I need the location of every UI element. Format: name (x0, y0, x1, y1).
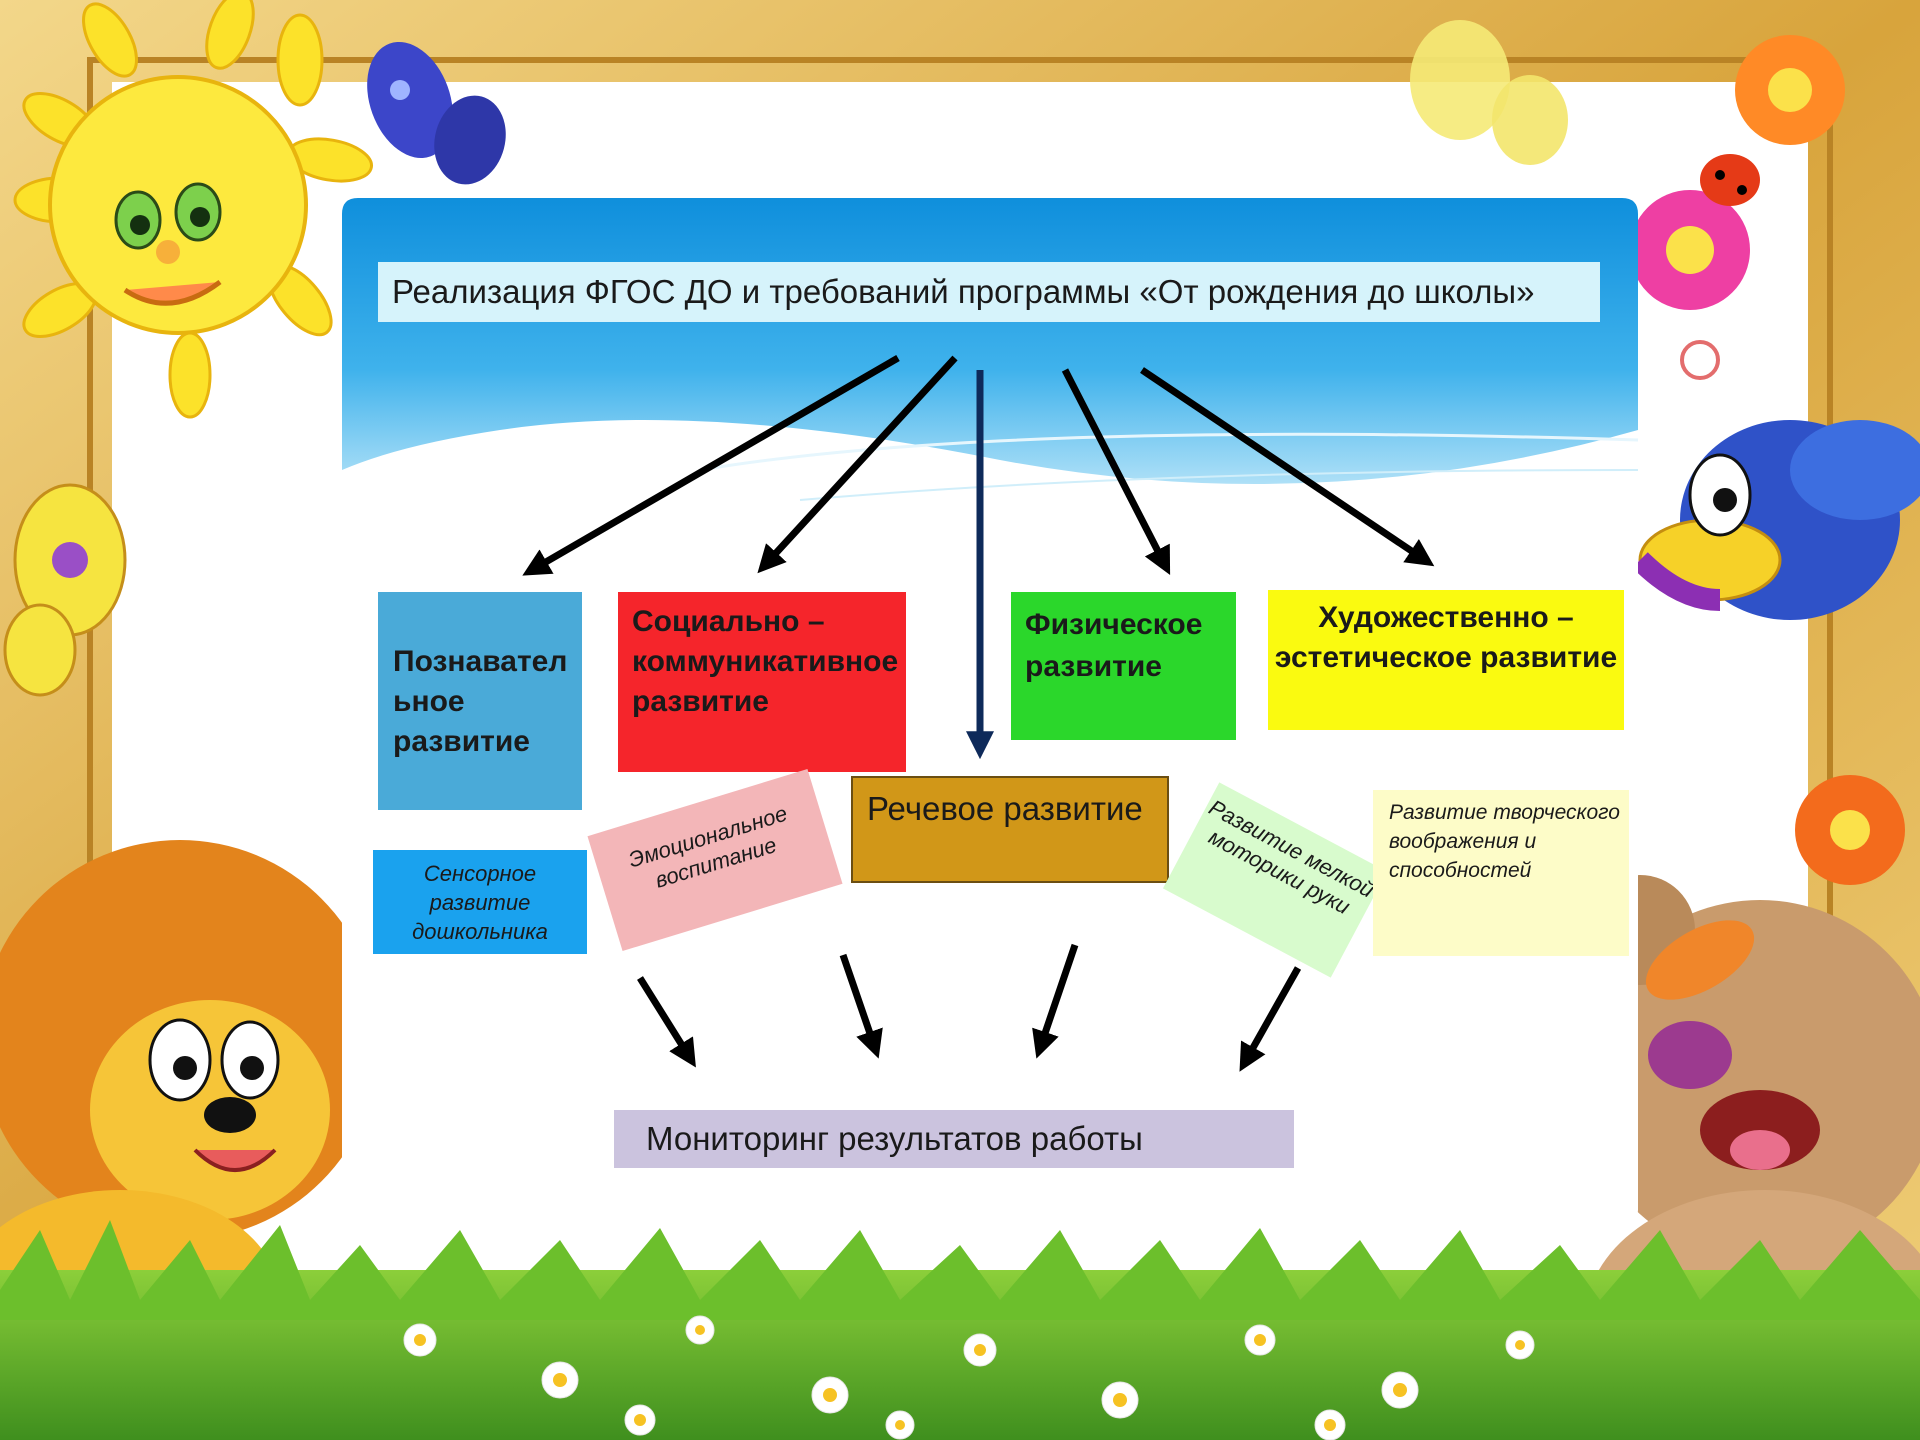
speech-development-box: Речевое развитие (851, 776, 1169, 883)
arrow-to-monitoring (637, 976, 696, 1068)
cognitive-development-box: Познавател ьное развитие (378, 592, 582, 810)
butterfly-icon (1410, 20, 1568, 165)
arrows-to-areas (522, 354, 1435, 760)
arrow-to-artistic (1140, 367, 1435, 567)
physical-development-box: Физическое развитие (1011, 592, 1236, 740)
artistic-aesthetic-box: Художественно – эстетическое развитие (1268, 590, 1624, 730)
grass-meadow (0, 1220, 1920, 1440)
arrow-to-social (757, 355, 958, 574)
arrow-to-monitoring (1032, 943, 1079, 1059)
flower-icon (1630, 35, 1905, 885)
creative-imagination-box: Развитие творческого воображения и спосо… (1373, 790, 1629, 956)
arrow-to-cognitive (522, 354, 900, 576)
diagram-title: Реализация ФГОС ДО и требований программ… (378, 262, 1600, 322)
arrows-to-monitoring (637, 943, 1302, 1072)
sun-icon (13, 0, 374, 419)
ladybug-icon (1700, 154, 1760, 206)
arrow-to-monitoring (1239, 966, 1302, 1072)
sensory-development-box: Сенсорное развитие дошкольника (373, 850, 587, 954)
butterfly-icon (3, 483, 127, 697)
social-communicative-box: Социально – коммуникативное развитие (618, 592, 906, 772)
bird-icon (1632, 420, 1920, 620)
arrow-to-monitoring (839, 953, 883, 1059)
butterfly-icon (367, 41, 506, 185)
arrow-to-physical (1061, 368, 1171, 575)
monitoring-results-box: Мониторинг результатов работы (614, 1110, 1294, 1168)
